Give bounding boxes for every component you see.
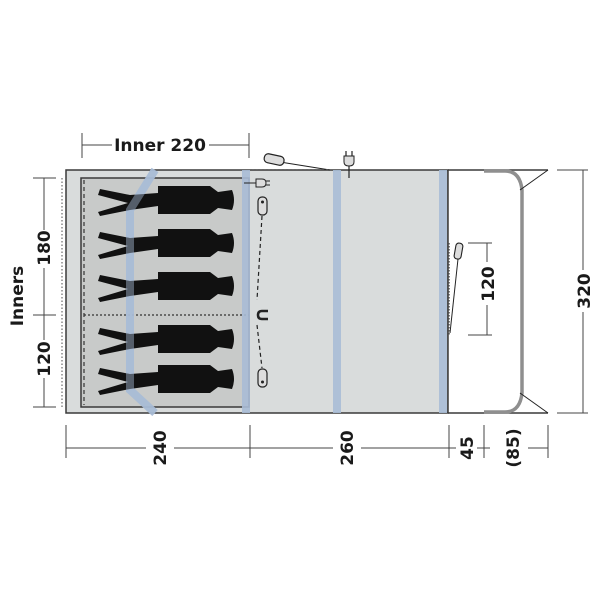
sleeper [98, 186, 234, 216]
power-plug-icon [343, 151, 355, 178]
living-length-label: 260 [338, 430, 358, 466]
air-beams [126, 167, 447, 416]
sleeper [98, 229, 234, 259]
bedroom-length-label: 240 [151, 430, 171, 466]
porch-door-dimension: 120 [468, 242, 499, 336]
magnet-icon [256, 309, 268, 321]
inner-width-label: Inner 220 [114, 136, 206, 156]
porch-area [448, 170, 548, 413]
canopy-length-label: (85) [504, 428, 524, 467]
length-dimensions: 240 260 45 (85) [65, 425, 549, 468]
porch-door-label: 120 [479, 266, 499, 302]
inner-depth-dimension: 180 120 Inners [8, 177, 56, 408]
light-pendant-icon [250, 153, 331, 171]
electric-hook-up-icon [244, 178, 270, 188]
cable-tidy-icon [256, 196, 268, 388]
porch-door-tieback-icon [448, 242, 464, 335]
inners-label: Inners [8, 266, 28, 327]
canopy-pole [484, 169, 524, 414]
total-height-dimension: 320 [557, 169, 595, 414]
total-height-label: 320 [575, 273, 595, 309]
inner-bottom-depth-label: 120 [35, 341, 55, 377]
inner-top-depth-label: 180 [35, 230, 55, 266]
sleeper-silhouettes [98, 186, 234, 395]
inner-width-dimension: Inner 220 [81, 133, 250, 158]
sleeper [98, 272, 234, 302]
sleeper [98, 325, 234, 355]
porch-length-label: 45 [458, 436, 478, 460]
sleeper [98, 365, 234, 395]
